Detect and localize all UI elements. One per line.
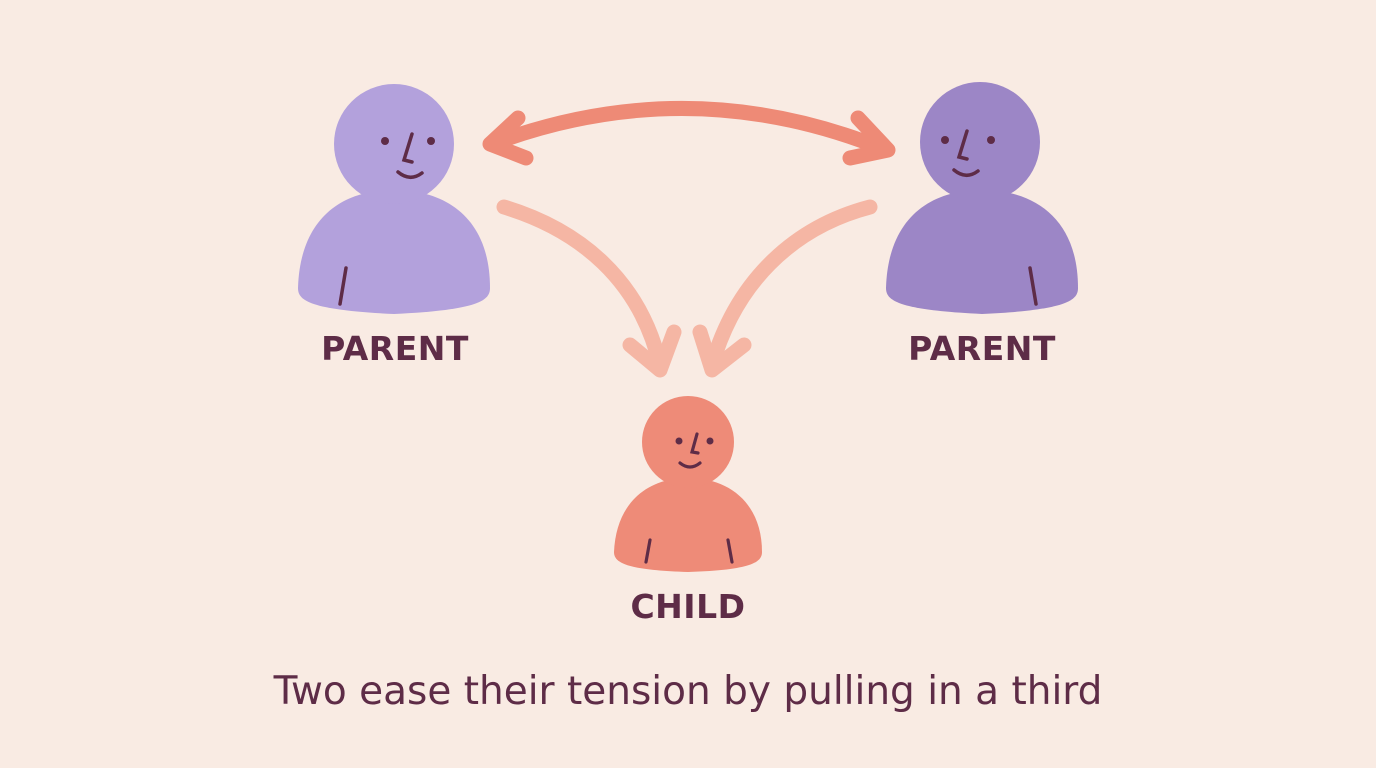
left-parent-label: PARENT <box>321 329 469 368</box>
right-parent-figure <box>886 82 1078 314</box>
right-parent-label: PARENT <box>908 329 1056 368</box>
child-figure <box>614 396 762 572</box>
left-parent-head <box>334 84 454 204</box>
arrow-between-parents <box>482 100 896 166</box>
arrow-left-parent-to-child <box>496 199 682 378</box>
right-parent-body <box>886 190 1078 314</box>
diagram-caption: Two ease their tension by pulling in a t… <box>273 669 1103 714</box>
left-parent-figure <box>298 84 490 314</box>
arrow-right-parent-to-child <box>692 199 878 378</box>
left-parent-body <box>298 190 490 314</box>
child-body <box>614 478 762 572</box>
child-label: CHILD <box>630 587 746 626</box>
right-parent-head <box>920 82 1040 202</box>
child-head <box>642 396 734 488</box>
